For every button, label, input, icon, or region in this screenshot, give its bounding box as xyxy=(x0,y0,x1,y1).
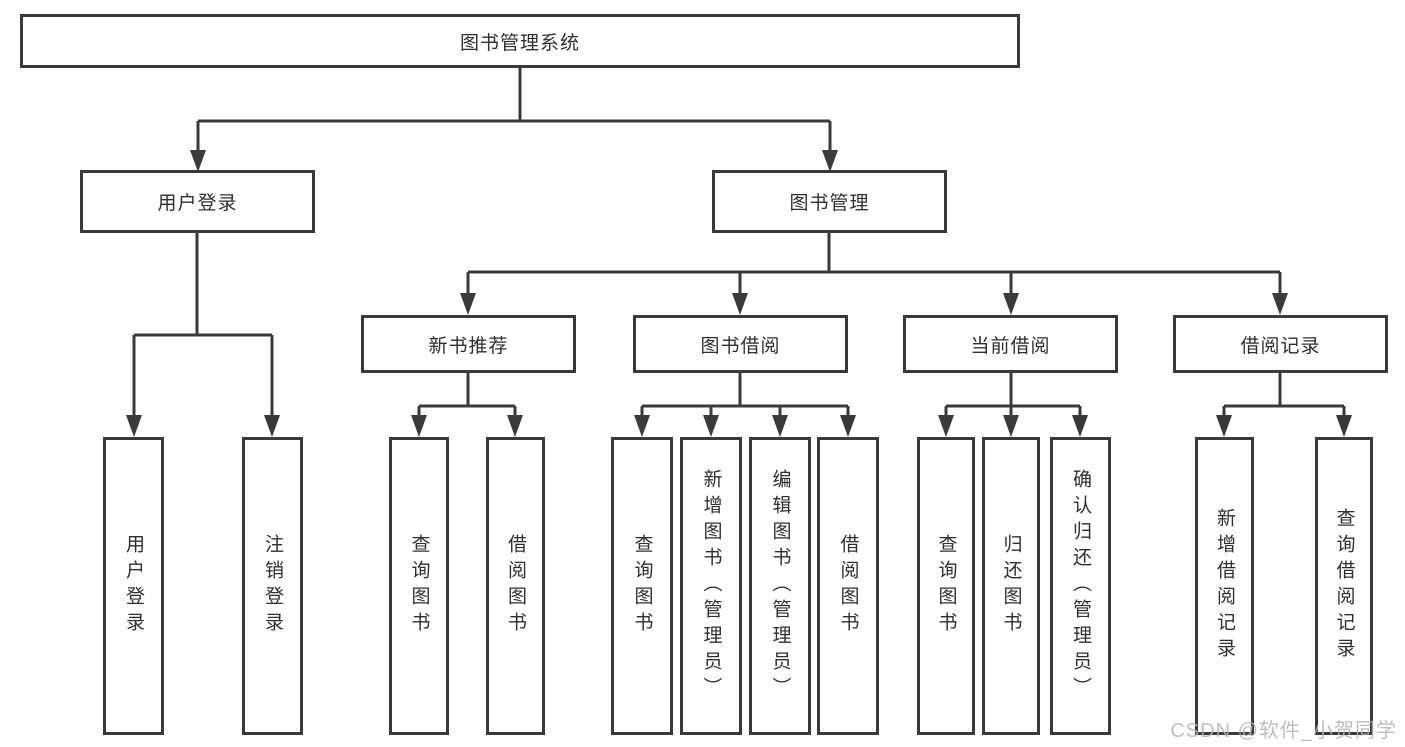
node-label: 图书借阅 xyxy=(700,335,781,357)
csdn-watermark: CSDN @软件_小贺同学 xyxy=(1170,720,1397,742)
leaf-borrow-edit-books-admin: 编辑图书（管理员） xyxy=(749,437,811,735)
leaf-record-add-borrow-record: 新增借阅记录 xyxy=(1195,437,1254,735)
node-label: 借阅图书 xyxy=(505,534,526,638)
leaf-newrec-borrow-books: 借阅图书 xyxy=(486,437,545,735)
node-label: 新增借阅记录 xyxy=(1214,508,1235,664)
node-label: 查询图书 xyxy=(935,534,957,638)
leaf-logout-login: 注销登录 xyxy=(242,437,303,735)
node-label: 借阅图书 xyxy=(837,534,859,638)
node-label: 用户登录 xyxy=(123,534,144,638)
node-label: 新书推荐 xyxy=(428,335,509,357)
leaf-borrow-query-books: 查询图书 xyxy=(611,437,673,735)
node-label: 编辑图书（管理员） xyxy=(769,469,791,703)
node-label: 归还图书 xyxy=(1000,534,1022,638)
node-current-borrowing: 当前借阅 xyxy=(903,315,1118,373)
node-label: 查询图书 xyxy=(408,534,430,638)
node-label: 当前借阅 xyxy=(970,335,1051,357)
node-book-management: 图书管理 xyxy=(712,170,947,233)
node-new-book-recommend: 新书推荐 xyxy=(361,315,576,373)
node-user-login: 用户登录 xyxy=(80,170,315,233)
leaf-user-login: 用户登录 xyxy=(103,437,164,735)
node-label: 图书管理系统 xyxy=(459,32,580,54)
node-borrowing-records: 借阅记录 xyxy=(1173,315,1388,373)
node-label: 注销登录 xyxy=(262,534,283,638)
node-label: 借阅记录 xyxy=(1240,335,1321,357)
leaf-borrow-borrow-books: 借阅图书 xyxy=(817,437,879,735)
leaf-newrec-query-books: 查询图书 xyxy=(389,437,449,735)
leaf-current-query-books: 查询图书 xyxy=(917,437,975,735)
node-root-library-management-system: 图书管理系统 xyxy=(20,14,1020,68)
arrowheads xyxy=(126,150,1352,437)
leaf-record-query-borrow-record: 查询借阅记录 xyxy=(1315,437,1373,735)
leaf-borrow-add-books-admin: 新增图书（管理员） xyxy=(680,437,742,735)
node-book-borrowing: 图书借阅 xyxy=(633,315,848,373)
node-label: 查询借阅记录 xyxy=(1333,508,1355,664)
node-label: 用户登录 xyxy=(157,193,238,214)
leaf-current-confirm-return-admin: 确认归还（管理员） xyxy=(1050,437,1111,735)
node-label: 新增图书（管理员） xyxy=(700,469,722,703)
leaf-current-return-books: 归还图书 xyxy=(982,437,1040,735)
node-label: 查询图书 xyxy=(631,534,653,638)
node-label: 确认归还（管理员） xyxy=(1070,469,1091,703)
node-label: 图书管理 xyxy=(789,193,870,214)
